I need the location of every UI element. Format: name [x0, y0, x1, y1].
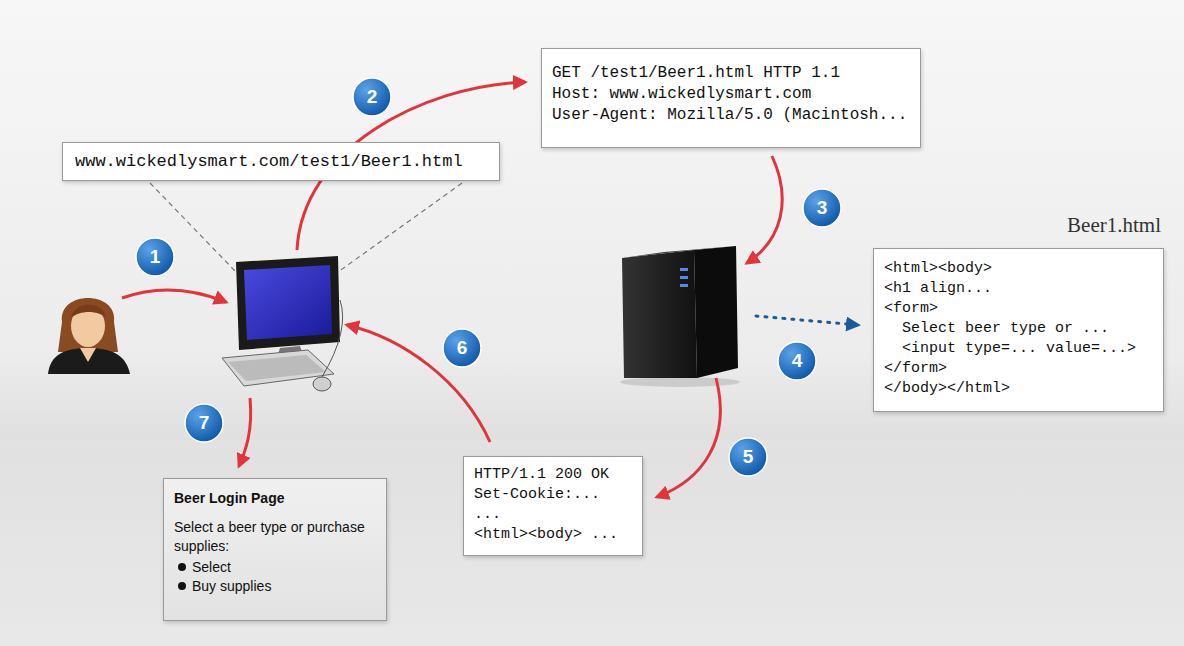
- code-line: <input type=... value=...>: [884, 339, 1153, 359]
- response-line: <html><body> ...: [474, 525, 632, 545]
- code-line: <form>: [884, 299, 1153, 319]
- code-line: </body></html>: [884, 379, 1153, 399]
- response-box: HTTP/1.1 200 OKSet-Cookie:......<html><b…: [463, 456, 643, 556]
- callout-number: 5: [729, 438, 767, 476]
- code-line: <h1 align...: [884, 279, 1153, 299]
- page-text: Select a beer type or purchase supplies:: [174, 518, 376, 556]
- callout-number: 2: [353, 78, 391, 116]
- code-line: Select beer type or ...: [884, 319, 1153, 339]
- code-line: </form>: [884, 359, 1153, 379]
- request-box: GET /test1/Beer1.html HTTP 1.1Host: www.…: [541, 48, 921, 148]
- response-line: Set-Cookie:...: [474, 485, 632, 505]
- callout-number: 3: [803, 189, 841, 227]
- request-line: GET /test1/Beer1.html HTTP 1.1: [552, 63, 910, 84]
- callout-number: 4: [778, 342, 816, 380]
- list-item: Select: [174, 558, 376, 577]
- response-line: HTTP/1.1 200 OK: [474, 465, 632, 485]
- file-name: Beer1.html: [1067, 215, 1161, 235]
- request-line: Host: www.wickedlysmart.com: [552, 84, 910, 105]
- callout-number: 7: [185, 404, 223, 442]
- file-box: Beer1.html<html><body><h1 align...<form>…: [873, 248, 1164, 412]
- url-text: www.wickedlysmart.com/test1/Beer1.html: [75, 152, 463, 171]
- page-preview: Beer Login PageSelect a beer type or pur…: [163, 478, 387, 621]
- code-line: <html><body>: [884, 259, 1153, 279]
- computer-icon: [222, 256, 343, 391]
- server-icon: [620, 246, 740, 387]
- response-line: ...: [474, 505, 632, 525]
- request-line: User-Agent: Mozilla/5.0 (Macintosh...: [552, 105, 910, 126]
- url-box: www.wickedlysmart.com/test1/Beer1.html: [62, 142, 500, 181]
- page-heading: Beer Login Page: [174, 489, 376, 508]
- list-item: Buy supplies: [174, 577, 376, 596]
- callout-number: 6: [443, 329, 481, 367]
- callout-number: 1: [136, 238, 174, 276]
- person-icon: [48, 298, 130, 374]
